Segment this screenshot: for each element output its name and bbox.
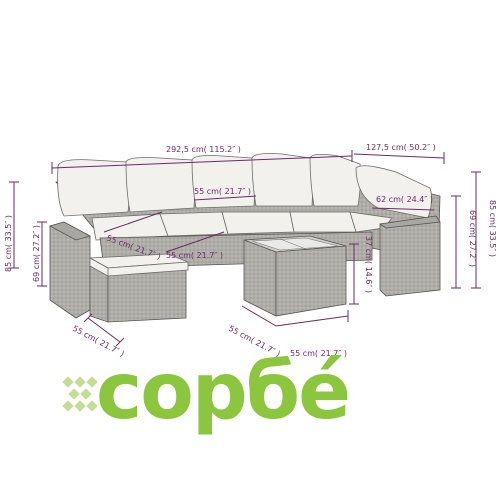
dim-table-height: 37 cm( 14.6″ ) (364, 236, 373, 293)
seat-cushion (159, 211, 229, 237)
coffee-table-glass (251, 237, 339, 251)
logo-wordmark: сорбé (96, 347, 349, 437)
seat-cushion (91, 213, 169, 241)
coffee-table-glass-divider (279, 238, 307, 250)
left-armrest-top (48, 221, 92, 241)
seat-cushion (221, 211, 295, 235)
coffee-table-side (243, 239, 277, 317)
dim-seat-depth-mid: 55 cm( 21.7″ ) (166, 251, 223, 260)
back-cushion (309, 154, 362, 207)
back-cushion (251, 153, 314, 207)
dim-corner-width: 127,5 cm( 50.2″ ) (366, 143, 436, 152)
dim-height-left: 85 cm( 33.5″ ) (4, 215, 13, 272)
dim-height-right: 85 cm( 33.5″ ) (488, 200, 497, 257)
seat-cushion (289, 211, 357, 233)
back-cushion (57, 159, 130, 217)
right-armrest-top (378, 215, 441, 229)
dim-seat-height-right: 69 cm( 27.2″ ) (468, 210, 477, 267)
dim-corner-depth: 62 cm( 24.4″ ) (376, 195, 433, 204)
brand-logo: сорбé (62, 347, 351, 437)
footstool-cushion-edge (89, 257, 189, 277)
dimension-lines (9, 150, 481, 347)
back-cushion (355, 165, 432, 219)
dim-seat-height-left: 69 cm( 27.2″ ) (32, 225, 41, 282)
dim-total-width: 292,5 cm( 115.2″ ) (166, 145, 241, 154)
sofa-set-illustration (48, 153, 441, 323)
back-cushion (191, 155, 256, 209)
dim-seat-depth-back: 55 cm( 21.7″ ) (194, 187, 251, 196)
back-cushion (125, 157, 196, 213)
coffee-table-front (275, 245, 347, 317)
dim-table-width: 55 cm( 21.7″ ) (290, 349, 347, 358)
logo-checker-mark (62, 376, 98, 412)
